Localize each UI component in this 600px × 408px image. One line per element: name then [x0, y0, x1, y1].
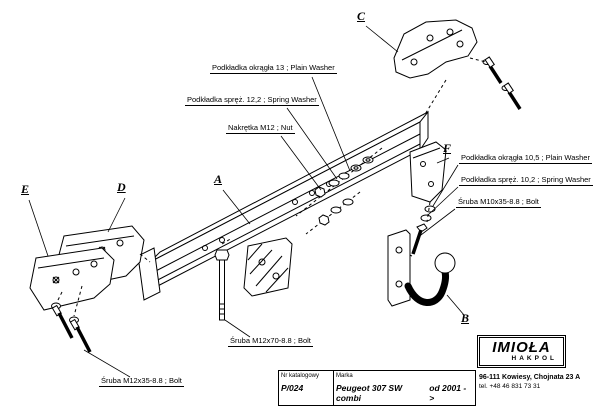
callout-spring-washer-122: Podkładka spręż. 12,2 ; Spring Washer — [185, 95, 319, 106]
callout-plain-washer-13: Podkładka okrągła 13 ; Plain Washer — [210, 63, 337, 74]
brand-cell: Marka Peugeot 307 SW combi od 2001 -> — [334, 371, 475, 405]
hakpol-logo: IMIOŁA HAKPOL — [477, 335, 566, 368]
callout-plain-washer-105: Podkładka okrągła 10,5 ; Plain Washer — [459, 153, 592, 164]
model-year-value: od 2001 -> — [429, 383, 467, 403]
bracket-c-part — [393, 19, 522, 117]
catalog-table: Nr katalogowy P/024 Marka Peugeot 307 SW… — [278, 370, 476, 406]
callout-bolt-m12x70: Śruba M12x70-8.8 ; Bolt — [228, 336, 313, 347]
catalog-number-value: P/024 — [281, 383, 304, 393]
callout-nut-m12: Nakrętka M12 ; Nut — [226, 123, 295, 134]
part-letter-c: C — [357, 9, 366, 23]
callout-bolt-m12x35: Śruba M12x35-8.8 ; Bolt — [99, 376, 184, 387]
catalog-number-cell: Nr katalogowy P/024 — [279, 371, 334, 405]
logo-hakpol-text: HAKPOL — [511, 355, 557, 362]
part-letter-a: A — [214, 172, 223, 186]
address-line: 96-111 Kowiesy, Chojnata 23 A — [479, 374, 581, 381]
phone-line: tel. +48 46 831 73 31 — [479, 383, 541, 390]
crossbeam-part — [137, 110, 429, 301]
callout-bolt-m10x35: Śruba M10x35-8.8 ; Bolt — [456, 197, 541, 208]
backing-plate-part — [243, 237, 293, 297]
letter-leader-lines — [28, 25, 465, 316]
manufacturer-address: 96-111 Kowiesy, Chojnata 23 A tel. +48 4… — [479, 373, 580, 391]
catalog-number-label: Nr katalogowy — [281, 373, 320, 379]
callout-spring-washer-102: Podkładka spręż. 10,2 ; Spring Washer — [459, 175, 593, 186]
bolt-m12x70-part — [214, 237, 233, 321]
brand-value: Peugeot 307 SW combi — [336, 383, 403, 403]
brand-value-row: Peugeot 307 SW combi od 2001 -> — [334, 380, 475, 403]
logo-imiola-text: IMIOŁA — [492, 339, 551, 356]
brand-label: Marka — [336, 373, 353, 379]
part-letter-e: E — [21, 182, 30, 196]
part-letter-b: B — [461, 311, 470, 325]
bracket-e-part — [29, 247, 115, 311]
ball-hitch-part — [387, 229, 456, 307]
leader-lines — [83, 76, 459, 378]
fastener-stack-part — [295, 147, 383, 235]
part-letter-f: F — [443, 141, 452, 155]
bolts-m12x35-part — [51, 285, 92, 353]
part-letter-d: D — [117, 180, 126, 194]
bracket-f-part — [401, 141, 447, 257]
